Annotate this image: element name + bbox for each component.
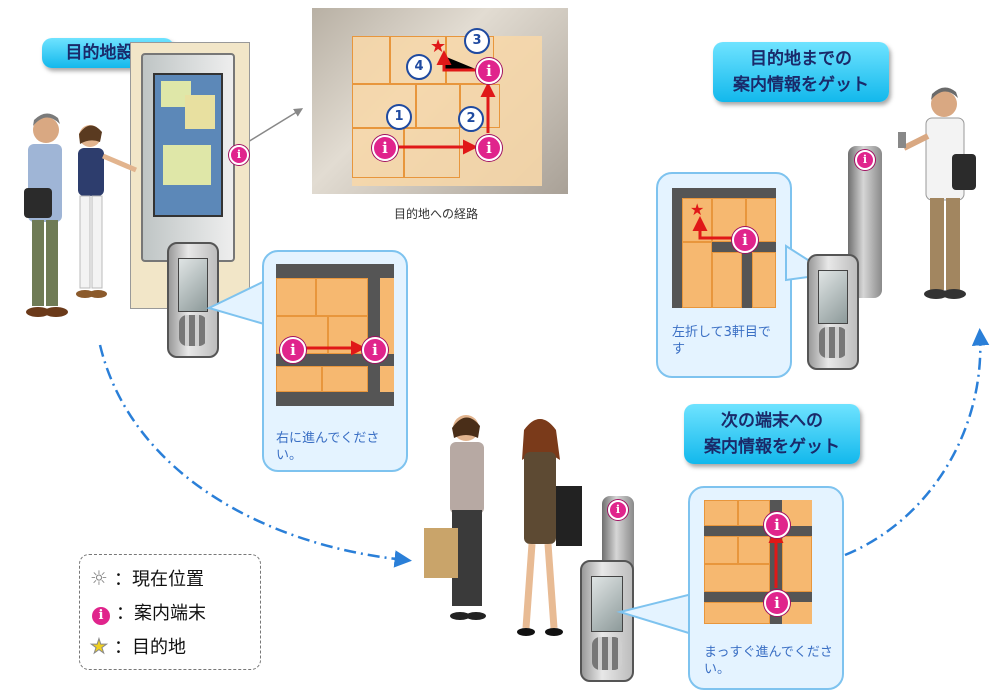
map-right-turn: i i <box>276 264 394 406</box>
map-straight: i i <box>704 500 812 624</box>
flow-arrow-left <box>98 344 412 568</box>
bubble-kiosk-start: i <box>280 337 306 363</box>
get-info-to-destination-label: 目的地までの 案内情報をゲット <box>713 42 889 102</box>
bubble-left-third-text: 左折して3軒目です <box>672 325 771 357</box>
bubble-kiosk-lower: i <box>764 590 790 616</box>
bubble-kiosk-top-right: i <box>732 227 758 253</box>
kiosk-screen <box>153 73 223 217</box>
route-kiosk-3: i <box>476 58 502 84</box>
mobile-phone-right <box>807 254 859 370</box>
bubble-right-turn-text: 右に進んでください。 <box>276 431 380 463</box>
bubble-destination-star: ★ <box>690 200 705 219</box>
route-step-4: 4 <box>406 54 432 80</box>
bubble-straight: i i まっすぐ進んでください。 <box>688 486 844 690</box>
mobile-phone-bottom <box>580 560 634 682</box>
mobile-phone-left <box>167 242 219 358</box>
legend: ☼：現在位置 i：案内端末 ★：目的地 <box>79 554 261 670</box>
route-step-1: 1 <box>386 104 412 130</box>
route-step-3: 3 <box>464 28 490 54</box>
bubble-kiosk-end: i <box>362 337 388 363</box>
bubble-left-third: ★ i 左折して3軒目です <box>656 172 792 378</box>
sun-icon: ☼ <box>90 566 108 590</box>
flow-arrow-right <box>844 328 990 557</box>
route-caption: 目的地への経路 <box>394 207 479 221</box>
route-map: ★ i i i 1 2 3 4 <box>312 8 568 194</box>
bubble-kiosk-upper: i <box>764 512 790 538</box>
bubble-right-turn: i i 右に進んでください。 <box>262 250 408 472</box>
info-kiosk-icon: i <box>92 607 110 625</box>
two-women-shoppers <box>424 415 582 636</box>
route-kiosk-2: i <box>476 135 502 161</box>
route-kiosk-1: i <box>372 135 398 161</box>
route-step-2: 2 <box>458 106 484 132</box>
get-info-next-terminal-label: 次の端末への 案内情報をゲット <box>684 404 860 464</box>
legend-row-destination: ★：目的地 <box>90 634 187 659</box>
kiosk-icon: i <box>229 145 249 165</box>
man-with-phone <box>898 87 976 299</box>
couple-using-kiosk <box>24 113 137 317</box>
legend-row-current-position: ☼：現在位置 <box>90 566 204 590</box>
map-left-third: ★ i <box>672 188 776 308</box>
bubble-straight-text: まっすぐ進んでください。 <box>704 645 833 677</box>
route-destination-star: ★ <box>430 36 447 57</box>
star-icon: ★ <box>90 634 109 659</box>
legend-row-guide-terminal: i：案内端末 <box>90 599 206 627</box>
